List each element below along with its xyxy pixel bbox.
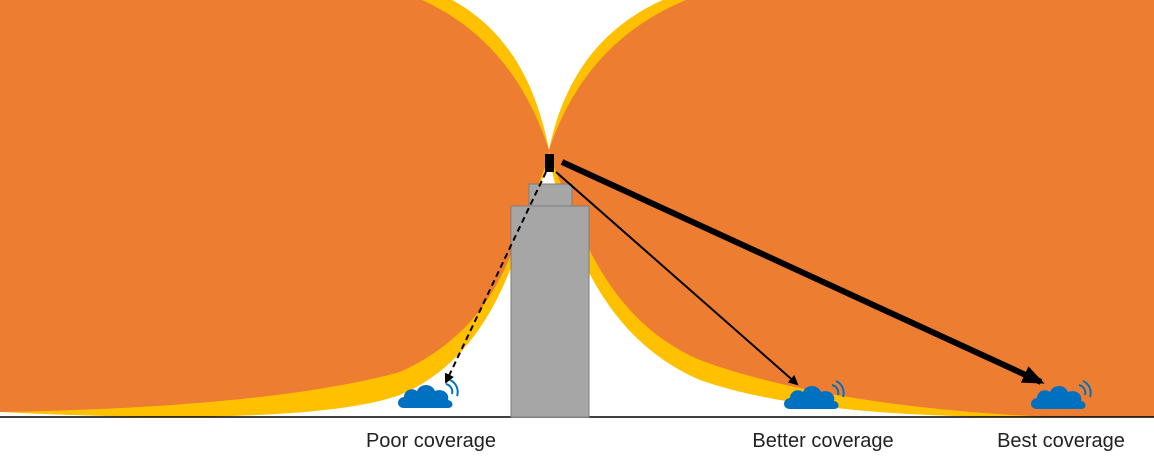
best-coverage-label: Best coverage	[997, 430, 1125, 452]
best-coverage-arrow	[560, 159, 1045, 385]
poor-coverage-arrow	[444, 171, 547, 384]
antenna-icon	[545, 154, 554, 172]
better-coverage-label: Better coverage	[752, 430, 894, 452]
building	[510, 205, 590, 418]
right-inner-lobe	[549, 0, 1154, 417]
better-coverage-arrow	[555, 171, 799, 386]
poor-coverage-label: Poor coverage	[365, 430, 497, 452]
left-inner-lobe	[0, 0, 549, 412]
